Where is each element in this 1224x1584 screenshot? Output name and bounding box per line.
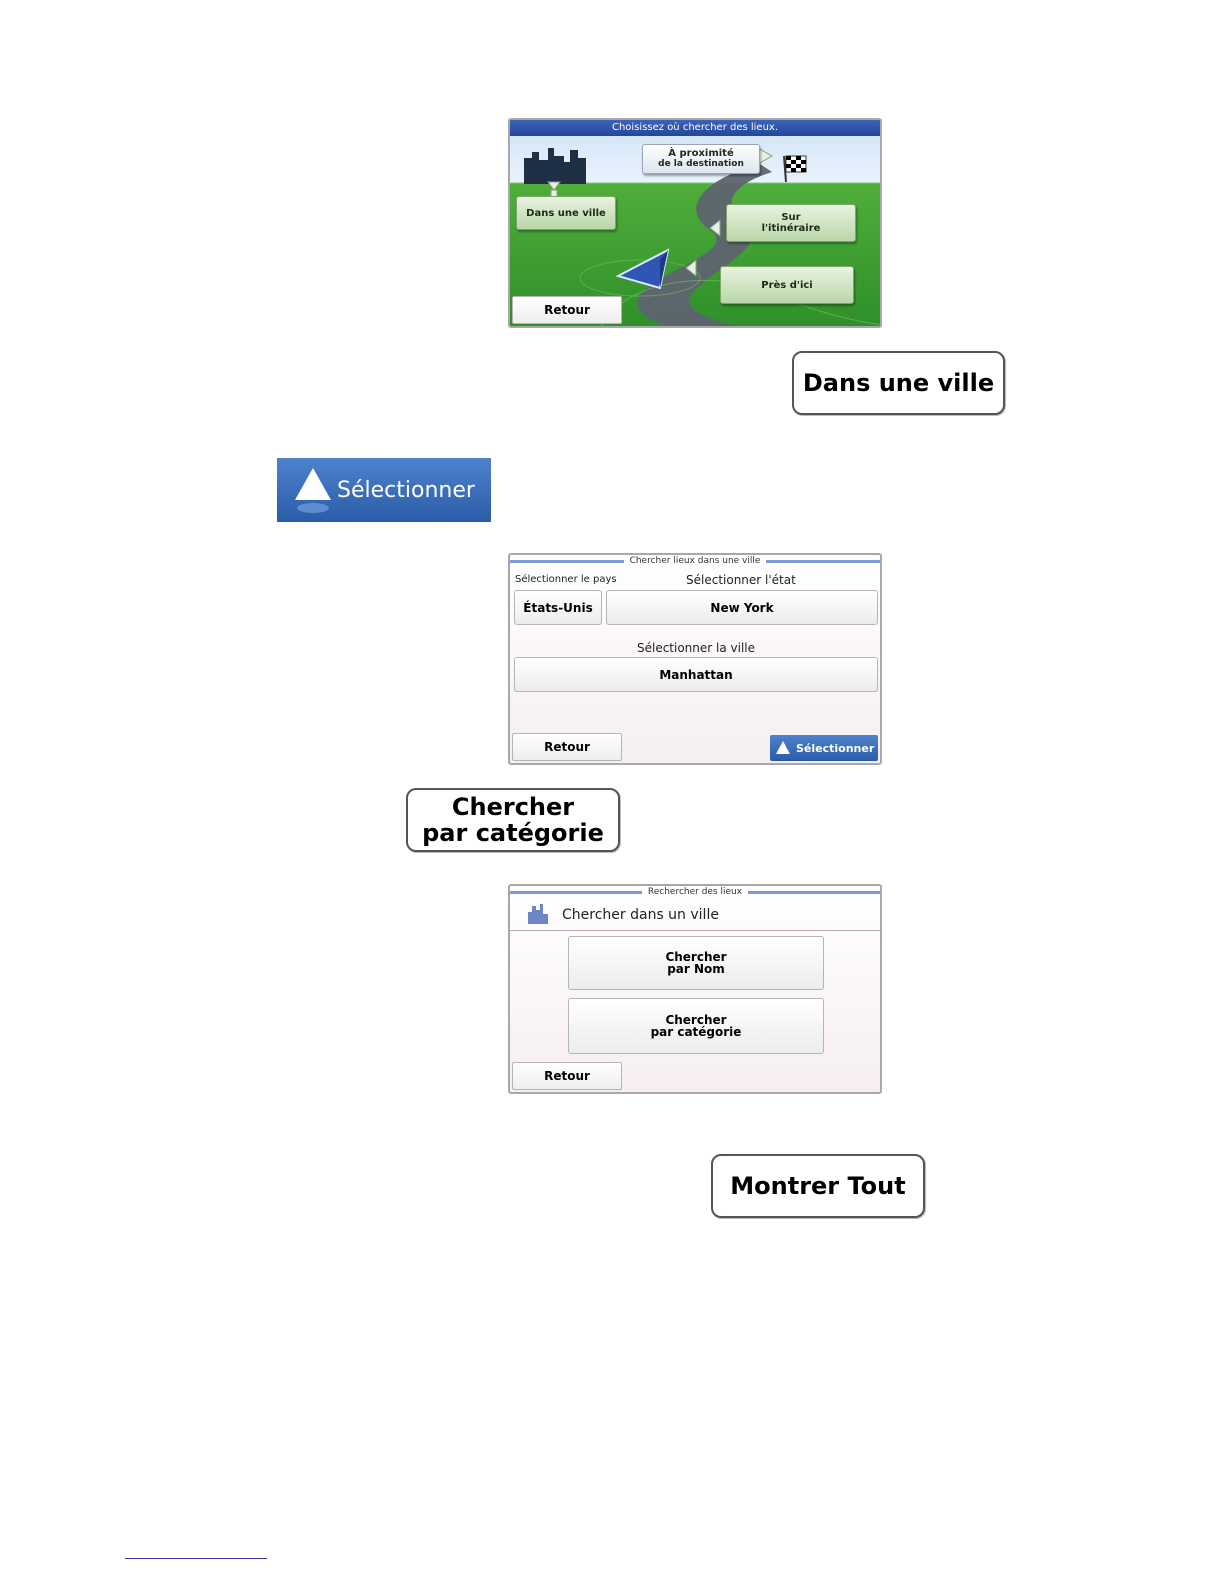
by-category-line2: par catégorie: [650, 1025, 742, 1039]
subtitle: Chercher dans un ville: [562, 907, 719, 923]
by-category-line1: Chercher: [665, 1013, 727, 1027]
country-selector[interactable]: États-Unis: [514, 590, 602, 625]
back-label: Retour: [544, 1069, 590, 1083]
place-search-location-screen: Choisissez où chercher des lieux.: [508, 118, 882, 328]
on-route-button[interactable]: Sur l'itinéraire: [726, 204, 856, 242]
near-destination-button[interactable]: À proximité de la destination: [642, 144, 760, 174]
screen-title-text: Rechercher des lieux: [641, 887, 749, 897]
screen-title: Choisissez où chercher des lieux.: [510, 120, 880, 136]
select-label: Sélectionner: [337, 477, 475, 503]
in-city-button[interactable]: Dans une ville: [516, 196, 616, 230]
select-button[interactable]: Sélectionner: [277, 458, 491, 522]
search-by-name-button[interactable]: Chercher par Nom: [568, 936, 824, 990]
in-city-label: Dans une ville: [526, 207, 606, 219]
show-all-label: Montrer Tout: [730, 1172, 906, 1200]
back-button[interactable]: Retour: [512, 296, 622, 324]
in-city-callout-button[interactable]: Dans une ville: [792, 351, 1005, 415]
footnote-rule: [125, 1558, 267, 1559]
on-route-line2: l'itinéraire: [761, 223, 821, 234]
select-label: Sélectionner: [796, 741, 875, 755]
city-selector[interactable]: Manhattan: [514, 657, 878, 692]
state-label: Sélectionner l'état: [686, 573, 796, 587]
in-city-callout-label: Dans une ville: [802, 369, 995, 397]
divider: [510, 930, 880, 931]
country-value: États-Unis: [523, 600, 593, 615]
city-skyline-icon: [524, 148, 586, 184]
back-label: Retour: [544, 740, 590, 754]
navigation-arrow-icon: [615, 248, 670, 290]
map-illustration: [524, 147, 880, 326]
by-name-line1: Chercher: [665, 950, 727, 964]
country-label: Sélectionner le pays: [515, 574, 617, 585]
state-selector[interactable]: New York: [606, 590, 878, 625]
screen-title-text: Chercher lieux dans une ville: [623, 556, 767, 566]
checkered-flag-icon: [783, 155, 807, 183]
select-button[interactable]: Sélectionner: [770, 735, 878, 761]
near-here-button[interactable]: Près d'ici: [720, 266, 854, 304]
back-button[interactable]: Retour: [512, 733, 622, 761]
near-destination-line2: de la destination: [658, 159, 744, 169]
screen-title: Chercher lieux dans une ville: [510, 555, 880, 567]
search-by-category-button[interactable]: Chercher par catégorie: [568, 998, 824, 1054]
callout-line1: Chercher: [451, 793, 575, 821]
by-name-line2: par Nom: [667, 962, 725, 976]
callout-line2: par catégorie: [422, 819, 604, 847]
place-search-screen: Rechercher des lieux Chercher dans un vi…: [508, 884, 882, 1094]
city-value: Manhattan: [659, 667, 733, 682]
navigation-arrow-icon: [776, 741, 790, 754]
back-label: Retour: [544, 303, 590, 317]
city-label: Sélectionner la ville: [636, 641, 756, 655]
screen-title: Rechercher des lieux: [510, 886, 880, 898]
city-search-screen: Chercher lieux dans une ville Sélectionn…: [508, 553, 882, 765]
near-destination-line1: À proximité: [668, 148, 734, 159]
on-route-line1: Sur: [781, 212, 801, 223]
near-here-label: Près d'ici: [761, 279, 813, 291]
search-by-category-callout-button[interactable]: Chercher par catégorie: [406, 788, 620, 852]
navigation-arrow-icon: [295, 468, 331, 513]
back-button[interactable]: Retour: [512, 1062, 622, 1090]
show-all-callout-button[interactable]: Montrer Tout: [711, 1154, 925, 1218]
state-value: New York: [710, 600, 774, 615]
city-skyline-icon: [528, 904, 548, 924]
